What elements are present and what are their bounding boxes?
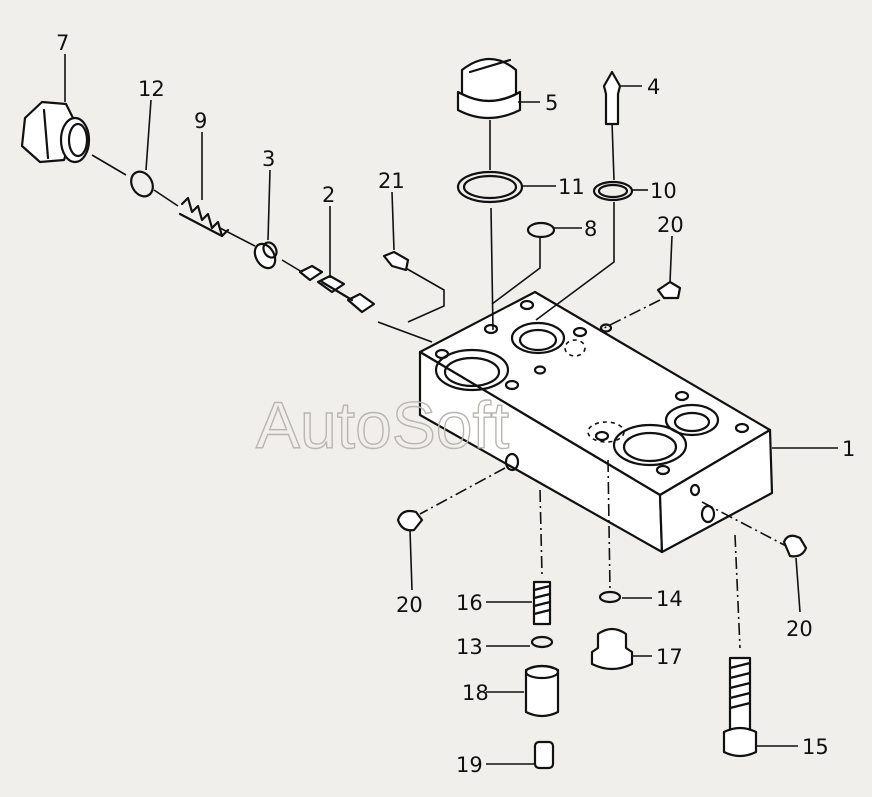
callout-1: 1 — [842, 437, 855, 461]
callout-15: 14 — [656, 587, 683, 611]
assembly-center-lines — [91, 120, 791, 649]
callout-20-right: 20 — [786, 617, 813, 641]
screw-part-21 — [382, 250, 410, 272]
valve-body-block — [418, 290, 774, 554]
o-ring-part-15 — [598, 590, 622, 604]
callout-13: 13 — [456, 635, 483, 659]
callout-11: 10 — [650, 179, 677, 203]
callout-3: 3 — [262, 147, 275, 171]
plug-part-20-top — [656, 280, 682, 300]
sleeve-part-8 — [524, 664, 560, 718]
o-ring-part-10 — [526, 221, 556, 239]
o-ring-part-11 — [592, 180, 634, 202]
screw-part-18 — [533, 740, 555, 770]
plug-part-19 — [590, 627, 634, 671]
washer-part-13 — [530, 635, 554, 649]
bolt-part-16 — [722, 656, 758, 758]
callout-17: 16 — [456, 591, 483, 615]
spring-part-9 — [178, 196, 230, 238]
o-ring-part-14 — [130, 170, 154, 198]
stud-part-17 — [532, 580, 552, 626]
plug-part-20-left — [396, 509, 424, 532]
plug-part-20-right — [782, 534, 808, 558]
o-ring-part-12-inner — [462, 174, 518, 200]
callout-5: 5 — [545, 91, 558, 115]
callout-2: 2 — [322, 183, 335, 207]
callout-21: 21 — [378, 169, 405, 193]
o-ring-part-12 — [456, 170, 524, 204]
cap-part-5 — [456, 58, 522, 120]
callout-7: 7 — [56, 31, 69, 55]
callout-labels: 7 12 9 3 2 21 5 4 11 10 8 20 1 20 20 16 … — [56, 31, 855, 777]
o-ring-part-11-inner — [597, 183, 629, 199]
callout-4: 4 — [647, 75, 660, 99]
plug-part-7 — [20, 100, 91, 164]
callout-20-top: 20 — [657, 213, 684, 237]
callout-20-left: 20 — [396, 593, 423, 617]
callout-18: 19 — [456, 753, 483, 777]
watermark-text: AutoSoft — [256, 388, 509, 462]
pin-part-4 — [602, 70, 622, 126]
callout-leaders — [64, 54, 838, 765]
callout-8: 18 — [462, 681, 489, 705]
callout-9: 9 — [194, 109, 207, 133]
spool-part-2 — [298, 264, 376, 314]
callout-10: 8 — [584, 217, 597, 241]
callout-14: 12 — [138, 77, 165, 101]
callout-12: 11 — [558, 175, 585, 199]
callout-19: 17 — [656, 645, 683, 669]
spring-seat-part-3 — [253, 241, 278, 270]
callout-16: 15 — [802, 735, 829, 759]
